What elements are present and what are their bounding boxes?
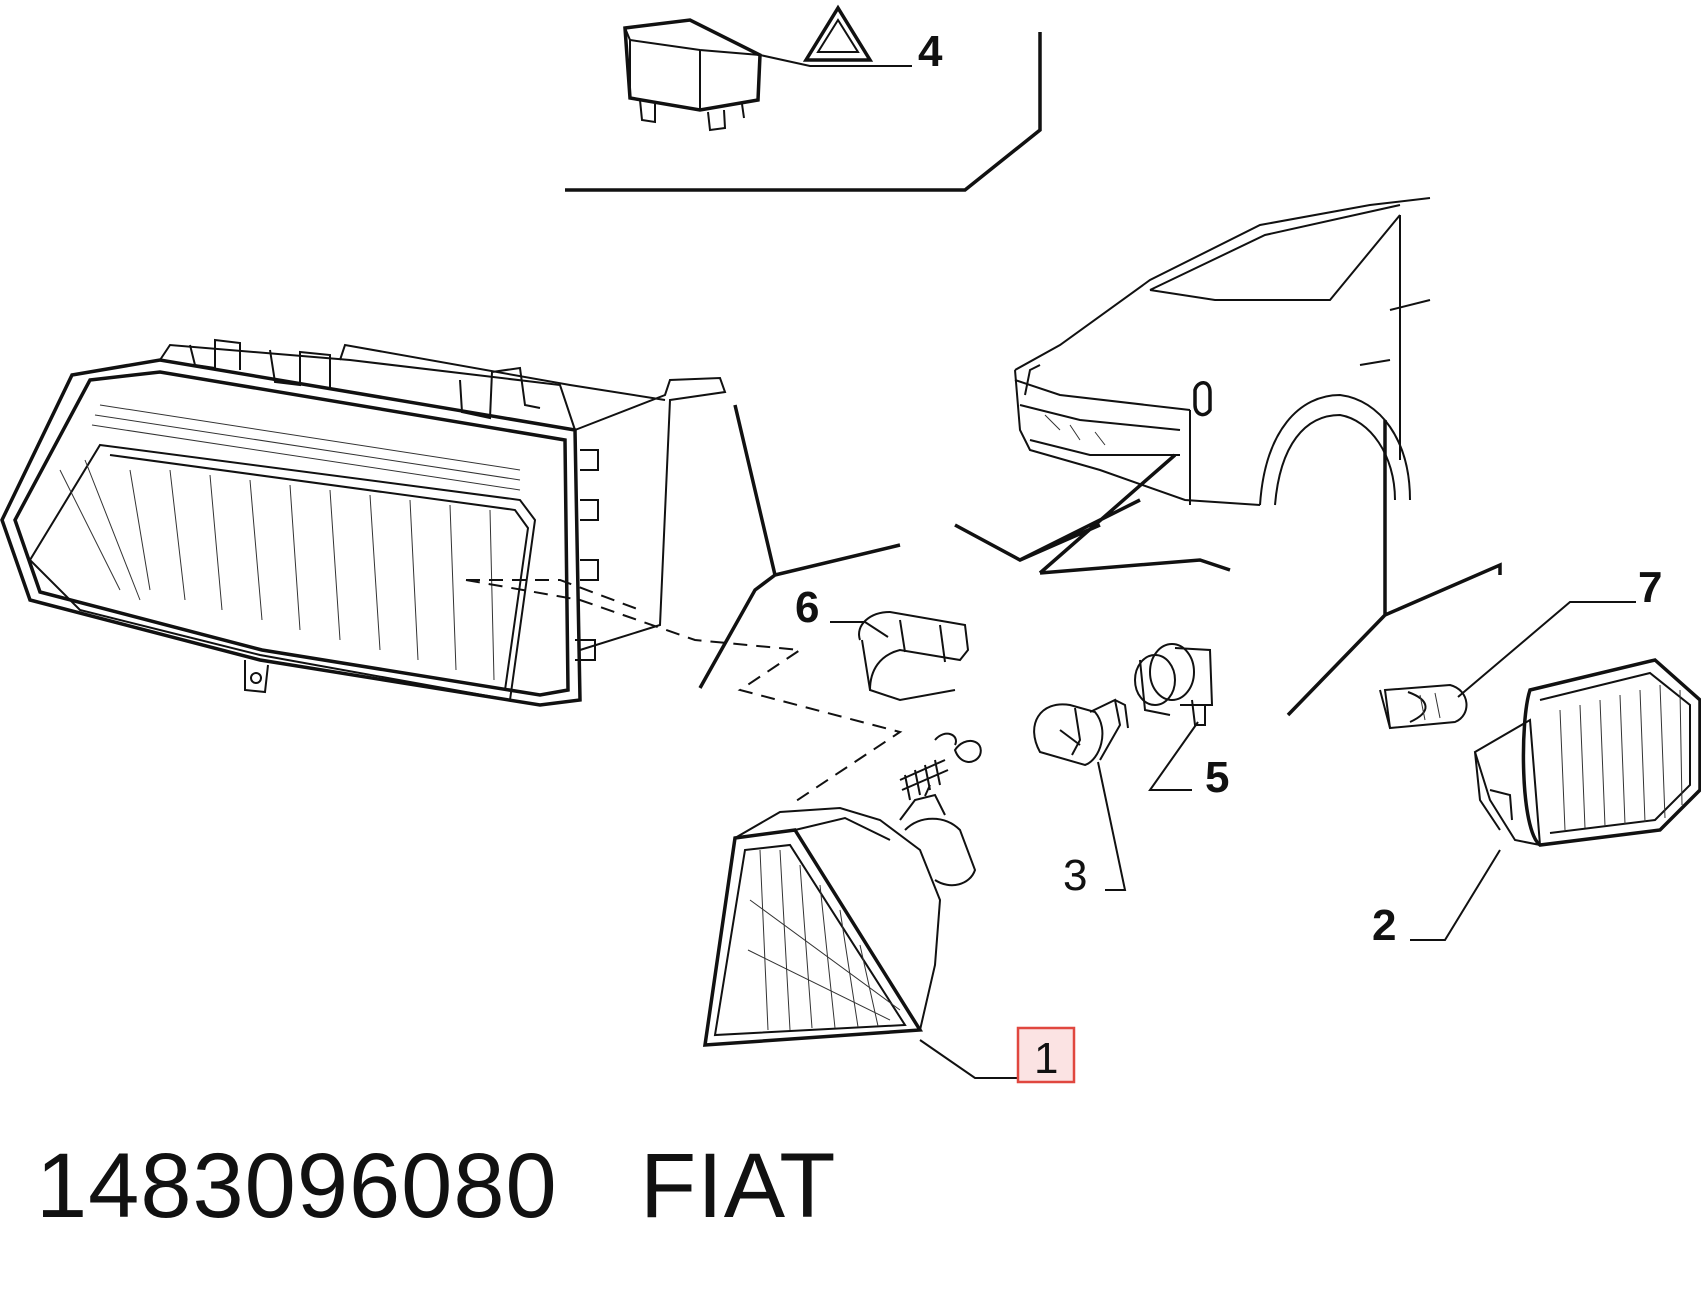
leader-line-1 <box>919 1039 1018 1079</box>
bracket-relay <box>565 32 1042 192</box>
leader-line-2 <box>1410 849 1501 941</box>
callout-1-highlight-box <box>1016 1026 1076 1084</box>
leader-line-5 <box>1148 721 1199 791</box>
headlamp-assembly <box>0 338 727 707</box>
callout-4[interactable]: 4 <box>918 27 943 76</box>
leader-line-6 <box>830 621 889 638</box>
bracket-car-front <box>954 453 1231 575</box>
socket-part <box>1134 643 1214 726</box>
leader-line-3 <box>1097 761 1127 891</box>
clip-part <box>858 610 970 702</box>
callout-1[interactable]: 1 <box>1034 1034 1058 1083</box>
dashed-connectors <box>465 579 903 806</box>
callout-2[interactable]: 2 <box>1372 901 1396 950</box>
part-number: 1483096080 <box>36 1135 558 1237</box>
bracket-car-side <box>1286 420 1502 717</box>
callout-5[interactable]: 5 <box>1205 753 1229 802</box>
bulb-part <box>1033 698 1129 767</box>
leader-line-4 <box>759 54 912 67</box>
car-silhouette <box>1014 197 1431 506</box>
callout-7[interactable]: 7 <box>1638 563 1662 612</box>
side-repeater-part <box>1473 658 1701 847</box>
brand-name: FIAT <box>640 1135 837 1237</box>
small-bulb-part <box>1379 683 1468 730</box>
callout-6[interactable]: 6 <box>795 583 819 632</box>
bracket-headlamp <box>698 404 901 689</box>
callout-3[interactable]: 3 <box>1063 851 1087 900</box>
warning-triangle-icon <box>802 4 874 62</box>
relay-part <box>623 18 762 132</box>
corner-lamp-part <box>702 732 982 1047</box>
leader-line-7 <box>1457 601 1636 698</box>
